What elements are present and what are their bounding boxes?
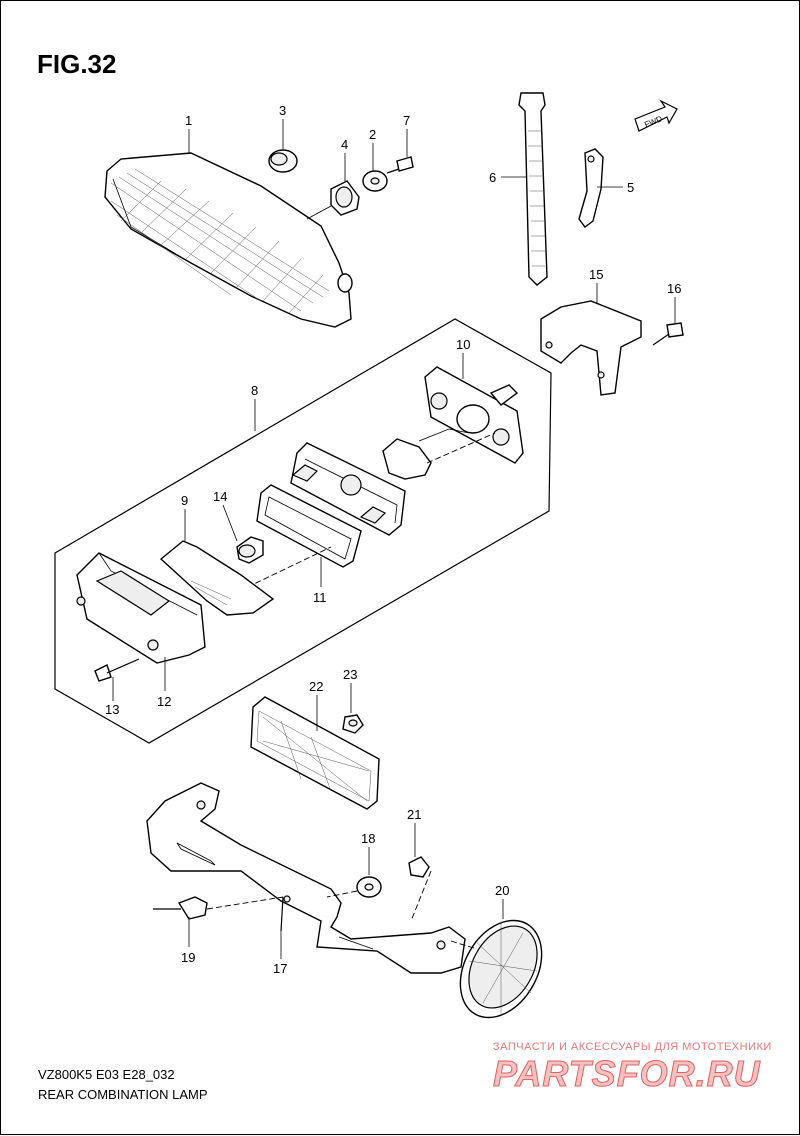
part-18-washer xyxy=(326,876,382,898)
part-23-nut xyxy=(342,714,364,734)
callout-numbers: 1 2 3 4 5 6 7 8 9 10 11 12 13 14 15 16 1… xyxy=(105,103,681,976)
part-1-tail-lamp xyxy=(104,152,353,328)
callout-14: 14 xyxy=(213,489,227,504)
figure-name: REAR COMBINATION LAMP xyxy=(38,1087,208,1102)
part-14-bulb xyxy=(236,536,264,564)
part-13-screw xyxy=(94,658,140,682)
part-17-bracket xyxy=(146,782,466,974)
callout-16: 16 xyxy=(667,281,681,296)
part-22-reflector xyxy=(250,696,380,810)
callout-20: 20 xyxy=(495,883,509,898)
callout-13: 13 xyxy=(105,702,119,717)
callout-2: 2 xyxy=(369,127,376,142)
part-6-cable-tie xyxy=(518,92,548,286)
callout-15: 15 xyxy=(589,267,603,282)
part-5-clamp xyxy=(578,148,604,228)
callout-19: 19 xyxy=(181,950,195,965)
watermark-tagline: ЗАПЧАСТИ И АКСЕССУАРЫ ДЛЯ МОТОТЕХНИКИ xyxy=(493,1041,772,1053)
callout-leader-lines xyxy=(112,119,676,959)
part-10-base-plate xyxy=(424,366,524,464)
callout-23: 23 xyxy=(343,667,357,682)
callout-1: 1 xyxy=(185,113,192,128)
callout-17: 17 xyxy=(273,961,287,976)
fwd-arrow-icon: FWD xyxy=(634,99,678,132)
part-11-gasket xyxy=(230,484,362,596)
part-20-round-reflector xyxy=(450,919,543,1019)
callout-7: 7 xyxy=(403,113,410,128)
callout-18: 18 xyxy=(361,831,375,846)
part-16-screw xyxy=(652,322,684,346)
lamp-case xyxy=(290,442,406,536)
part-21-nut xyxy=(408,856,432,922)
part-19-bolt xyxy=(153,896,284,920)
callout-8: 8 xyxy=(251,383,258,398)
callout-5: 5 xyxy=(627,180,634,195)
part-15-bracket xyxy=(540,300,642,396)
part-3-grommet xyxy=(268,149,298,173)
callout-12: 12 xyxy=(157,694,171,709)
callout-9: 9 xyxy=(181,493,188,508)
socket-holder xyxy=(382,428,496,480)
callout-6: 6 xyxy=(489,170,496,185)
callout-10: 10 xyxy=(456,337,470,352)
part-8-lamp-assembly-outline xyxy=(54,318,552,744)
part-4-cushion xyxy=(306,180,360,220)
callout-22: 22 xyxy=(309,679,323,694)
model-code: VZ800K5 E03 E28_032 xyxy=(38,1067,175,1082)
part-9-reflector xyxy=(159,540,275,616)
callout-4: 4 xyxy=(341,137,348,152)
figure-title: FIG.32 xyxy=(37,49,117,79)
watermark-brand: PARTSFOR.RU xyxy=(493,1053,761,1095)
callout-3: 3 xyxy=(279,103,286,118)
part-12-lamp-lens xyxy=(76,552,206,664)
callout-11: 11 xyxy=(313,590,327,605)
part-2-washer xyxy=(362,170,388,192)
part-7-screw xyxy=(386,156,414,174)
callout-21: 21 xyxy=(407,807,421,822)
